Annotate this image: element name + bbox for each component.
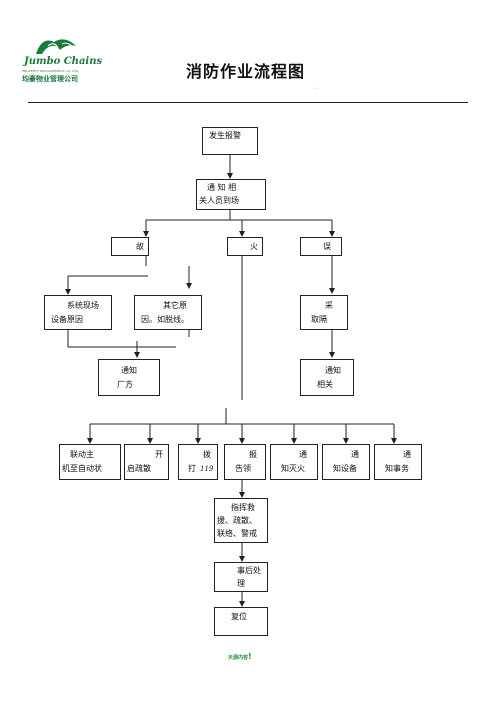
fire-box: 火 xyxy=(227,237,263,256)
notify-office-line-2: 知事务 xyxy=(385,464,409,473)
other-cause-box: 其它原 因。如脱线。 xyxy=(134,295,202,330)
linkage-line-2: 机至自动状 xyxy=(62,464,102,473)
notify-equipment-box: 通 知设备 xyxy=(322,444,370,480)
reset-label: 复位 xyxy=(231,612,247,621)
isolate-line-1: 采 xyxy=(325,301,333,310)
command-line-2: 援、疏散、 xyxy=(217,516,257,525)
aftermath-box: 事后处 理 xyxy=(214,562,268,592)
dragon-emblem-icon xyxy=(36,39,76,54)
linkage-box: 联动主 机至自动状 xyxy=(59,444,121,480)
reset-box: 复位 xyxy=(214,607,268,636)
alarm-box: 发生报警 xyxy=(202,127,258,155)
system-line-2: 设备原因 xyxy=(51,315,83,324)
vendor-line-2: 厂方 xyxy=(117,380,133,389)
dial-line-2: 打 xyxy=(188,464,196,473)
notify-equipment-line-2: 知设备 xyxy=(333,464,357,473)
system-line-1: 系统现场 xyxy=(67,301,99,310)
command-line-3: 联络、警戒 xyxy=(217,529,257,538)
evacuation-line-1: 开 xyxy=(155,450,163,459)
aftermath-line-2: 理 xyxy=(237,579,245,588)
header-rule xyxy=(28,102,468,103)
dial-number: 119 xyxy=(200,465,214,473)
fault-box: 故 xyxy=(111,237,149,256)
report-line-1: 报 xyxy=(249,450,257,459)
vendor-line-1: 通知 xyxy=(121,366,137,375)
notify-line-1: 通 知 相 xyxy=(207,183,237,192)
isolate-line-2: 取隔 xyxy=(311,315,327,324)
notify-fire-line-1: 通 xyxy=(299,450,307,459)
related-line-1: 通知 xyxy=(325,366,341,375)
command-box: 指挥救 援、疏散、 联络、警戒 xyxy=(214,498,268,543)
notify-line-2: 关人员到场 xyxy=(199,196,239,205)
evacuation-line-2: 启疏散 xyxy=(127,464,151,473)
brand-name-en: Jumbo Chains xyxy=(24,56,103,67)
notify-office-box: 通 知事务 xyxy=(374,444,422,480)
report-box: 报 告领 xyxy=(224,444,266,480)
page-mark: ° xyxy=(316,87,319,93)
notify-equipment-line-1: 通 xyxy=(351,450,359,459)
report-line-2: 告领 xyxy=(235,464,251,473)
brand-subtitle: PROPERTY MANAGEMENT CO.,LTD xyxy=(22,69,79,73)
false-alarm-box: 误 xyxy=(300,237,342,256)
notify-office-line-1: 通 xyxy=(403,450,411,459)
footer-watermark: 天源内容! xyxy=(228,652,252,661)
company-logo: Jumbo Chains PROPERTY MANAGEMENT CO.,LTD… xyxy=(22,36,102,84)
isolate-box: 采 取隔 xyxy=(300,295,348,330)
evacuation-box: 开 启疏散 xyxy=(124,444,169,480)
fault-label: 故 xyxy=(136,242,144,251)
notify-fire-box: 通 知灭火 xyxy=(270,444,318,480)
notify-vendor-box: 通知 厂方 xyxy=(98,359,160,396)
related-line-2: 相关 xyxy=(317,380,333,389)
alarm-label: 发生报警 xyxy=(209,131,241,140)
notify-related-box: 通知 相关 xyxy=(300,359,354,396)
notify-box: 通 知 相 关人员到场 xyxy=(196,179,266,210)
footer-text: 天源内容 xyxy=(228,655,249,661)
dial-119-box: 拨 打 119 xyxy=(178,444,218,480)
false-alarm-label: 误 xyxy=(323,242,331,251)
command-line-1: 指挥救 xyxy=(231,503,255,512)
aftermath-line-1: 事后处 xyxy=(237,566,261,575)
system-cause-box: 系统现场 设备原因 xyxy=(44,295,112,330)
page-title: 消防作业流程图 xyxy=(186,62,306,81)
brand-name-cn: 均豪物业管理公司 xyxy=(22,75,78,83)
linkage-line-1: 联动主 xyxy=(70,450,94,459)
notify-fire-line-2: 知灭火 xyxy=(281,464,305,473)
other-line-2: 因。如脱线。 xyxy=(141,315,189,324)
fire-label: 火 xyxy=(250,242,258,251)
other-line-1: 其它原 xyxy=(163,301,187,310)
footer-mark: ! xyxy=(248,652,252,661)
dial-line-1: 拨 xyxy=(203,450,211,459)
